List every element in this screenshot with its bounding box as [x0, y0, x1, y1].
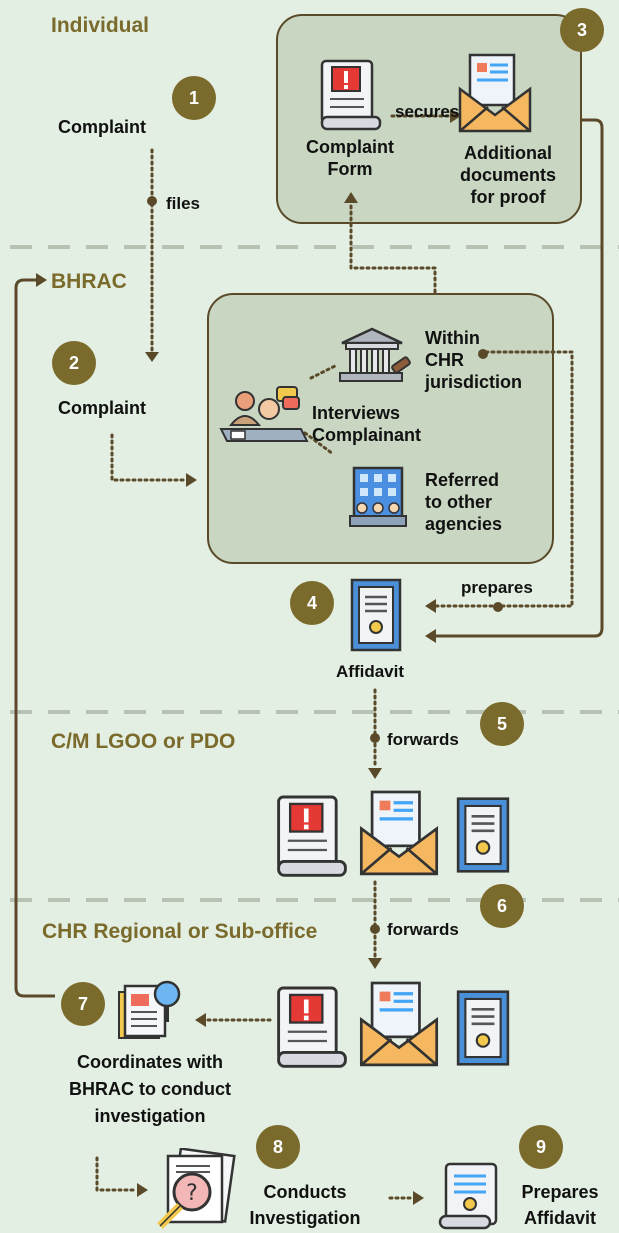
complaint-form-icon	[277, 986, 347, 1068]
step-badge-8: 8	[256, 1125, 300, 1169]
step-badge-4: 4	[290, 581, 334, 625]
referred-label: Referred to other agencies	[425, 470, 503, 534]
magnifier-document-icon: ?	[157, 1148, 236, 1229]
envelope-icon	[359, 790, 439, 876]
section-lgoo: C/M LGOO or PDO	[51, 730, 236, 753]
envelope-icon	[458, 53, 532, 133]
prepares-label: prepares	[461, 578, 533, 597]
envelope-icon	[359, 981, 439, 1067]
secures-label: secures	[395, 102, 460, 121]
document-search-icon	[118, 980, 181, 1039]
complaint-form-label: Complaint Form	[306, 137, 394, 179]
interview-icon	[219, 386, 309, 442]
complaint-form-icon	[320, 59, 382, 131]
complaint-label-1: Complaint	[58, 117, 146, 137]
within-chr-label: Within CHR jurisdiction	[425, 328, 523, 392]
section-bhrac: BHRAC	[51, 270, 127, 293]
coordinates-label: Coordinates with BHRAC to conduct invest…	[69, 1052, 231, 1126]
section-chr: CHR Regional or Sub-office	[42, 920, 318, 943]
certificate-icon	[350, 578, 402, 652]
complaint-label-2: Complaint	[58, 398, 146, 418]
affidavit-label: Affidavit	[336, 662, 404, 681]
additional-documents-label: Additional documents for proof	[459, 143, 556, 207]
prepares-affidavit-label: Prepares Affidavit	[521, 1182, 599, 1228]
step-badge-1: 1	[172, 76, 216, 120]
step-badge-2: 2	[52, 341, 96, 385]
complaint-form-icon	[277, 795, 347, 877]
conducts-label: Conducts Investigation	[249, 1182, 361, 1228]
certificate-icon	[456, 797, 510, 873]
step-badge-6: 6	[480, 884, 524, 928]
step-badge-3: 3	[560, 8, 604, 52]
svg-text:?: ?	[186, 1181, 198, 1206]
step-badge-9: 9	[519, 1125, 563, 1169]
section-individual: Individual	[51, 14, 150, 37]
building-icon	[349, 466, 407, 527]
interviews-label: Interviews Complainant	[312, 403, 422, 445]
step-badge-7: 7	[61, 982, 105, 1026]
files-label: files	[166, 194, 201, 213]
scroll-certificate-icon	[438, 1162, 498, 1230]
forwards-label-1: forwards	[387, 730, 459, 749]
certificate-icon	[456, 990, 510, 1066]
step-badge-5: 5	[480, 702, 524, 746]
forwards-label-2: forwards	[387, 920, 459, 939]
courthouse-icon	[339, 327, 411, 382]
